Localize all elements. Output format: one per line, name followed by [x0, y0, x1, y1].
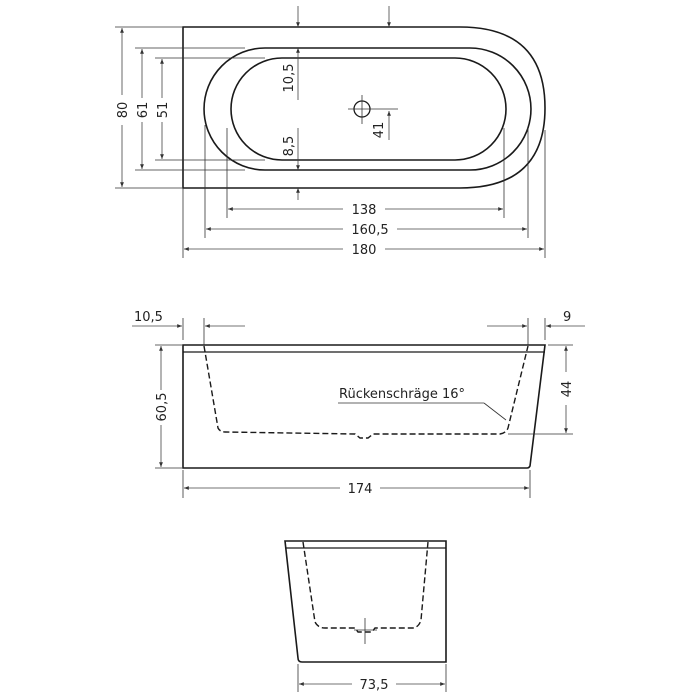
side-view-outer-contour [182, 344, 546, 469]
end-view-basin-dashed [302, 541, 429, 633]
dim-height-overall: 80 [116, 102, 131, 119]
top-view-outer-contour [182, 26, 546, 189]
side-view-basin-dashed [203, 345, 529, 439]
dim-drain-offset: 41 [372, 122, 387, 139]
dim-depth: 44 [560, 381, 575, 398]
end-view-outer-contour [284, 540, 447, 663]
dim-right-offset: 9 [563, 310, 571, 325]
dim-width-overall: 180 [352, 243, 377, 258]
dim-rim-bottom: 8,5 [282, 136, 297, 157]
dim-height-rim: 61 [136, 102, 151, 119]
dim-height: 60,5 [155, 393, 170, 422]
top-view-rim-contour [203, 47, 532, 171]
annotation-back-slope: Rückenschräge 16° [339, 387, 465, 402]
dim-height-basin: 51 [156, 102, 171, 119]
dim-rim-top: 10,5 [282, 64, 297, 93]
dim-width-basin: 138 [352, 203, 377, 218]
dim-width-rim: 160,5 [351, 223, 388, 238]
dim-end-width: 73,5 [360, 678, 389, 693]
top-view: 41 10,5 8,5 80 61 51 [115, 6, 546, 258]
end-view: 73,5 [284, 540, 447, 693]
top-view-basin-contour [230, 57, 507, 161]
dim-bottom-length: 174 [348, 482, 373, 497]
side-view: Rückenschräge 16° 10,5 9 60,5 44 174 [132, 310, 585, 498]
dim-left-offset: 10,5 [134, 310, 163, 325]
drain-icon [348, 95, 398, 124]
